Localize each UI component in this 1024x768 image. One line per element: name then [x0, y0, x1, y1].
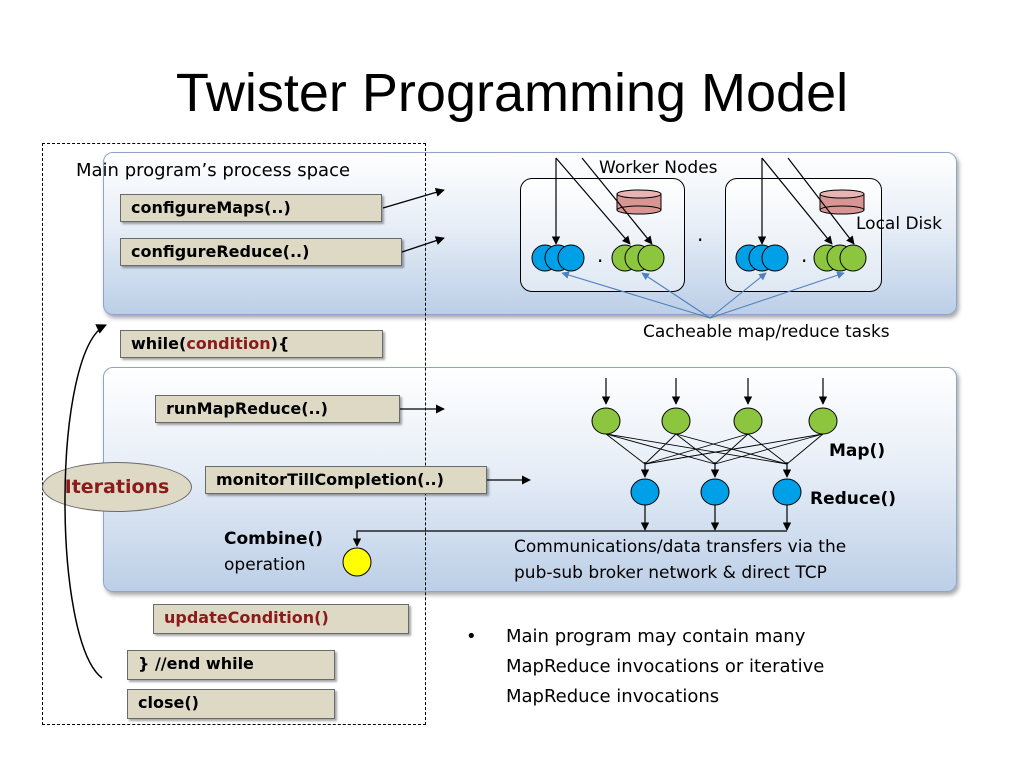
configure-reduce-arrow	[401, 236, 445, 253]
configure-reduce-box: configureReduce(..)	[120, 238, 402, 266]
process-space-label: Main program’s process space	[76, 160, 351, 181]
reduce-nodes	[630, 478, 802, 506]
bullet-line-3: MapReduce invocations	[506, 686, 720, 707]
cacheable-pointers	[561, 271, 845, 319]
end-while-box: } //end while	[127, 650, 335, 680]
while-box: while(condition){	[120, 330, 383, 358]
iterations-label: Iterations	[64, 476, 170, 498]
slide-title: Twister Programming Model	[175, 63, 849, 123]
monitor-box: monitorTillCompletion(..)	[205, 466, 487, 494]
while-condition: condition	[186, 334, 271, 353]
node-separator-1: .	[597, 243, 604, 267]
local-disk-label: Local Disk	[856, 214, 942, 234]
combine-label: Combine()	[224, 529, 324, 549]
shuffle-arrowheads	[640, 462, 792, 478]
configure-maps-box: configureMaps(..)	[120, 194, 382, 222]
update-condition-box: updateCondition()	[153, 604, 409, 634]
worker-nodes-label: Worker Nodes	[599, 158, 718, 178]
iterations-ellipse: Iterations	[42, 462, 192, 512]
cacheable-tasks-label: Cacheable map/reduce tasks	[643, 322, 890, 342]
node-separator-between: .	[697, 222, 704, 246]
worker-1-reduce-tasks	[531, 244, 585, 272]
bullet-line-1: Main program may contain many	[506, 626, 806, 647]
worker-1-map-tasks	[611, 244, 665, 272]
node-separator-2: .	[801, 243, 808, 267]
reduce-label: Reduce()	[810, 489, 897, 509]
map-nodes	[591, 407, 838, 435]
while-suffix: ){	[270, 334, 290, 353]
bullet-line-2: MapReduce invocations or iterative	[506, 656, 825, 677]
while-prefix: while(	[131, 334, 187, 353]
combine-node	[342, 547, 372, 577]
comms-line-1: Communications/data transfers via the	[514, 537, 847, 557]
worker-2-reduce-tasks	[735, 244, 789, 272]
configure-maps-arrow	[382, 187, 445, 209]
bullet-marker: •	[466, 626, 477, 647]
map-label: Map()	[829, 441, 886, 461]
shuffle-edges	[605, 433, 824, 465]
disk-icon-1	[616, 189, 662, 215]
map-input-arrows	[601, 378, 828, 405]
worker-2-map-tasks	[813, 244, 867, 272]
reduce-output-arrows	[640, 505, 792, 531]
combine-feedback-arrow	[352, 530, 787, 547]
close-box: close()	[127, 689, 335, 719]
comms-line-2: pub-sub broker network & direct TCP	[514, 563, 827, 583]
operation-label: operation	[224, 555, 306, 575]
disk-icon-2	[819, 189, 865, 215]
iteration-loop-arrow	[64, 324, 107, 679]
process-space-boundary	[42, 143, 426, 725]
run-map-reduce-box: runMapReduce(..)	[155, 395, 400, 423]
